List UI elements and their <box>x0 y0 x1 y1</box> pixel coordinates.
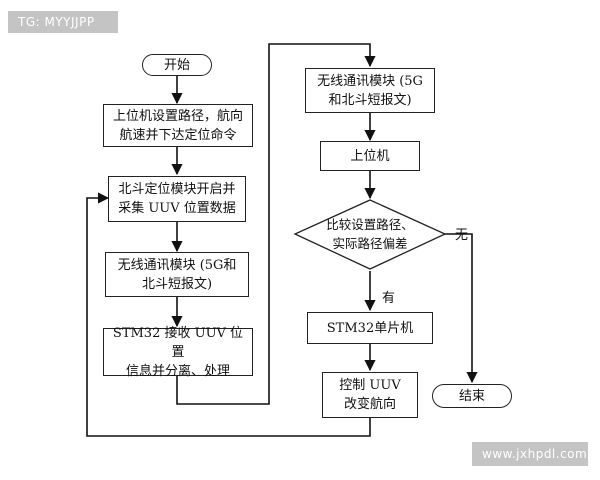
beidou-position-node: 北斗定位模块开启并 采集 UUV 位置数据 <box>108 176 246 222</box>
no-branch-label: 无 <box>455 228 469 243</box>
arrow-stm32-to-right-wireless <box>176 43 376 405</box>
yes-branch-label: 有 <box>382 291 396 306</box>
set-path-node: 上位机设置路径，航向 航速并下达定位命令 <box>103 104 253 147</box>
stm32-receive-node: STM32 接收 UUV 位置 信息并分离、处理 <box>103 326 253 379</box>
wireless-module-left-node: 无线通讯模块 (5G和 北斗短报文) <box>105 252 249 297</box>
watermark-top-left: TG: MYYJJPP <box>8 11 118 33</box>
host-computer-node: 上位机 <box>320 141 420 171</box>
start-node: 开始 <box>142 54 212 76</box>
end-node: 结束 <box>432 384 512 408</box>
compare-diamond-shape <box>293 199 447 270</box>
stm32-mcu-node: STM32单片机 <box>307 312 433 344</box>
wireless-module-right-node: 无线通讯模块 (5G 和北斗短报文) <box>305 68 435 113</box>
compare-decision-label: 比较设置路径、 实际路径偏差 <box>326 217 414 251</box>
watermark-bottom-right: www.jxhpdl.com <box>472 442 588 466</box>
arrow-compare-to-end <box>444 233 478 384</box>
arrow-control-feedback-loop <box>86 192 371 437</box>
control-uuv-node: 控制 UUV 改变航向 <box>322 372 418 418</box>
